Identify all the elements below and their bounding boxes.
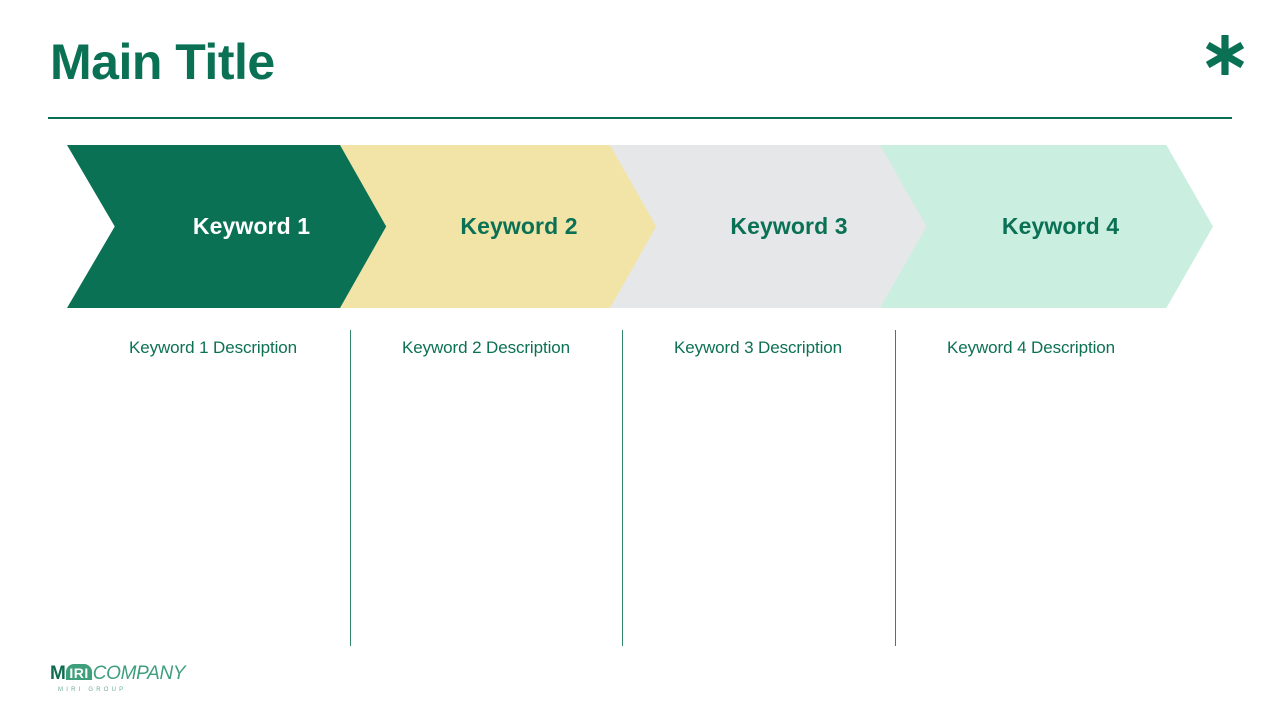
process-step-chevron-1[interactable]: Keyword 1 [67,145,408,308]
process-step-chevron-3[interactable]: Keyword 3 [610,145,940,308]
column-divider [622,330,624,646]
brand-logo-mark: M [50,663,66,684]
column-divider [350,330,352,646]
brand-logo-badge: IRI [66,664,92,680]
brand-logo-tagline: MIRI GROUP [58,687,127,693]
process-step-label-3: Keyword 3 [730,213,848,239]
brand-logo-name: COMPANY [92,663,186,684]
process-step-description-2: Keyword 2 Description [402,338,570,357]
process-step-description-4: Keyword 4 Description [947,338,1115,357]
process-description-row: Keyword 1 Description Keyword 2 Descript… [0,330,1280,650]
asterisk-icon [1205,32,1245,78]
process-step-chevron-2[interactable]: Keyword 2 [340,145,670,308]
process-step-chevron-4[interactable]: Keyword 4 [880,145,1213,308]
process-description-column-2: Keyword 2 Description [350,330,622,646]
process-step-label-1: Keyword 1 [192,213,311,239]
process-description-column-1: Keyword 1 Description [77,330,349,646]
page-title: Main Title [50,34,275,90]
column-divider [895,330,897,646]
process-description-column-4: Keyword 4 Description [895,330,1167,646]
process-step-label-4: Keyword 4 [1001,213,1120,239]
brand-logo: M IRI COMPANY MIRI GROUP [50,664,220,698]
process-step-description-3: Keyword 3 Description [674,338,842,357]
process-step-label-2: Keyword 2 [460,213,578,239]
process-chevron-band: Keyword 1 Keyword 2 Keyword 3 Keyword 4 [0,145,1280,308]
brand-logo-wordmark: M IRI COMPANY [50,664,220,684]
title-divider-rule [48,117,1232,119]
process-step-description-1: Keyword 1 Description [129,338,297,357]
process-description-column-3: Keyword 3 Description [622,330,894,646]
